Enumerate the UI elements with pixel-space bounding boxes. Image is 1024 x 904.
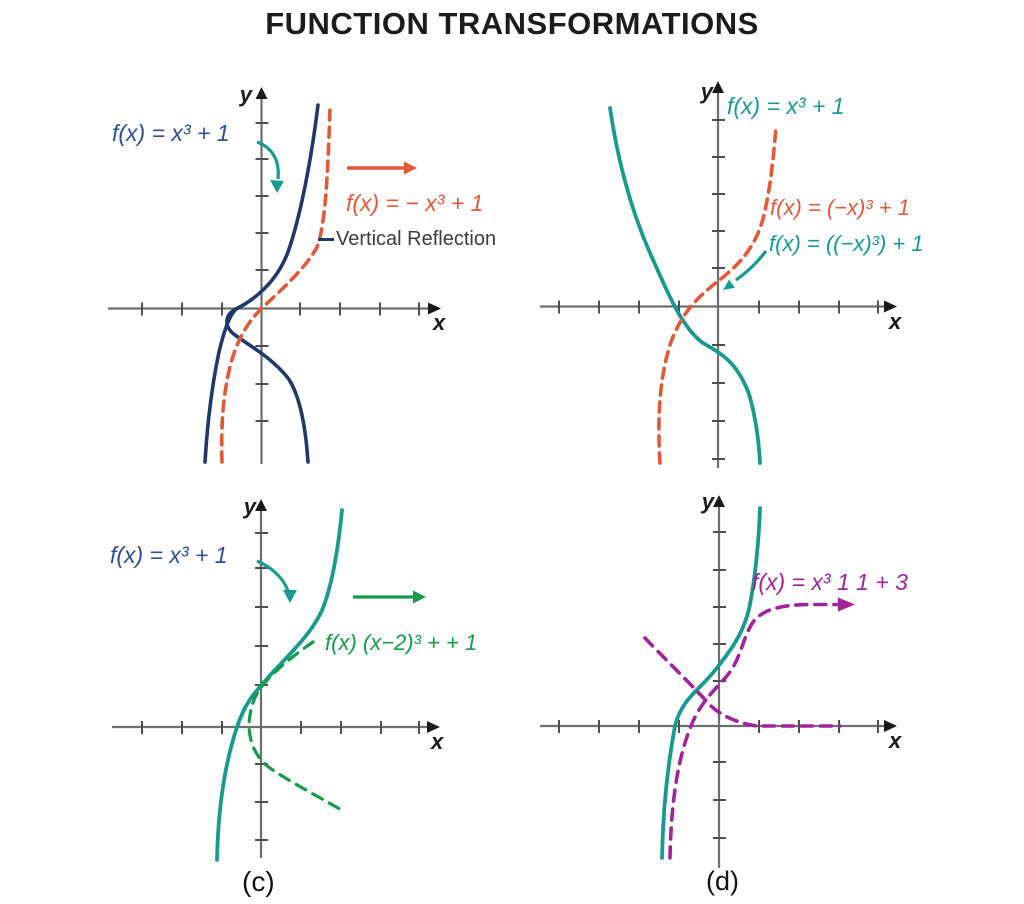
curve-shifted-up-dashed <box>668 602 840 860</box>
panel-a-original-label: f(x) = x³ + 1 <box>112 120 230 146</box>
panel-c-plot: x y <box>112 494 444 862</box>
panel-b-teal-label: f(x) = ((−x)³) + 1 <box>769 231 924 256</box>
panel-a-plot: x y <box>108 82 446 464</box>
curved-transform-arrow <box>256 559 290 592</box>
panel-c-transformed-label: f(x) (x−2)³ + + 1 <box>325 630 478 655</box>
panel-b-orange-label: f(x) = (−x)³ + 1 <box>770 195 910 220</box>
curved-transform-arrow <box>735 250 768 282</box>
y-axis-arrow-icon <box>712 81 724 93</box>
panel-a-transformed-label: f(x) = − x³ + 1 <box>346 190 484 216</box>
curve-horizontal-reflection <box>608 106 762 465</box>
x-axis-label: x <box>430 729 444 754</box>
curve-shifted-dashed <box>247 640 347 814</box>
x-ticks <box>558 300 879 314</box>
x-axis-label: x <box>432 310 446 335</box>
panel-c-original-label: f(x) = x³ + 1 <box>110 542 228 568</box>
curve-vertical-reflection <box>225 103 320 464</box>
panel-d-caption: (d) <box>706 866 739 896</box>
curve-original <box>215 508 344 862</box>
curved-transform-arrow <box>256 140 280 180</box>
vertical-reflection-text: Vertical Reflection <box>336 228 497 250</box>
curve-reflected-dashed <box>219 105 332 464</box>
panel-b-plot: x y <box>540 79 902 468</box>
x-axis-label: x <box>888 309 902 334</box>
curve-original-dashed <box>657 123 778 465</box>
vertical-reflection-legend: Vertical Reflection <box>318 228 496 251</box>
panel-d-plot: x y <box>540 489 902 868</box>
curved-arrow-head-icon <box>283 590 297 603</box>
curve-original-lower-branch <box>203 307 238 464</box>
x-ticks <box>141 302 420 316</box>
legend-dash-icon <box>318 238 334 241</box>
y-axis-label: y <box>701 489 716 514</box>
y-ticks <box>712 119 725 460</box>
panel-c-caption: (c) <box>242 866 275 897</box>
x-axis-arrow-icon <box>427 721 440 733</box>
y-ticks <box>713 531 726 839</box>
y-axis-arrow-icon <box>255 499 267 511</box>
curved-arrow-head-icon <box>723 279 735 290</box>
x-axis-arrow-icon <box>428 302 441 315</box>
curve-flattening-dashed <box>643 636 842 728</box>
y-axis-arrow-icon <box>713 495 725 507</box>
shift-arrow-head-icon <box>413 590 426 604</box>
curved-arrow-head-icon <box>270 180 284 193</box>
x-axis-label: x <box>888 728 902 753</box>
y-axis-label: y <box>700 79 715 104</box>
dashed-arrow-head-icon <box>838 597 855 612</box>
panel-d-transformed-label: f(x) = x³ 1 1 + 3 <box>752 569 908 595</box>
y-axis-label: y <box>239 82 254 107</box>
y-axis-arrow-icon <box>255 87 268 99</box>
panel-b-original-label: f(x) = x³ + 1 <box>727 93 845 119</box>
x-axis-arrow-icon <box>884 720 897 732</box>
y-ticks <box>255 122 269 422</box>
x-axis-arrow-icon <box>884 300 897 313</box>
curve-original <box>660 506 762 860</box>
figure-title: FUNCTION TRANSFORMATIONS <box>265 6 759 41</box>
shift-arrow-head-icon <box>404 161 417 175</box>
y-axis-label: y <box>243 494 258 519</box>
x-ticks <box>141 721 420 734</box>
